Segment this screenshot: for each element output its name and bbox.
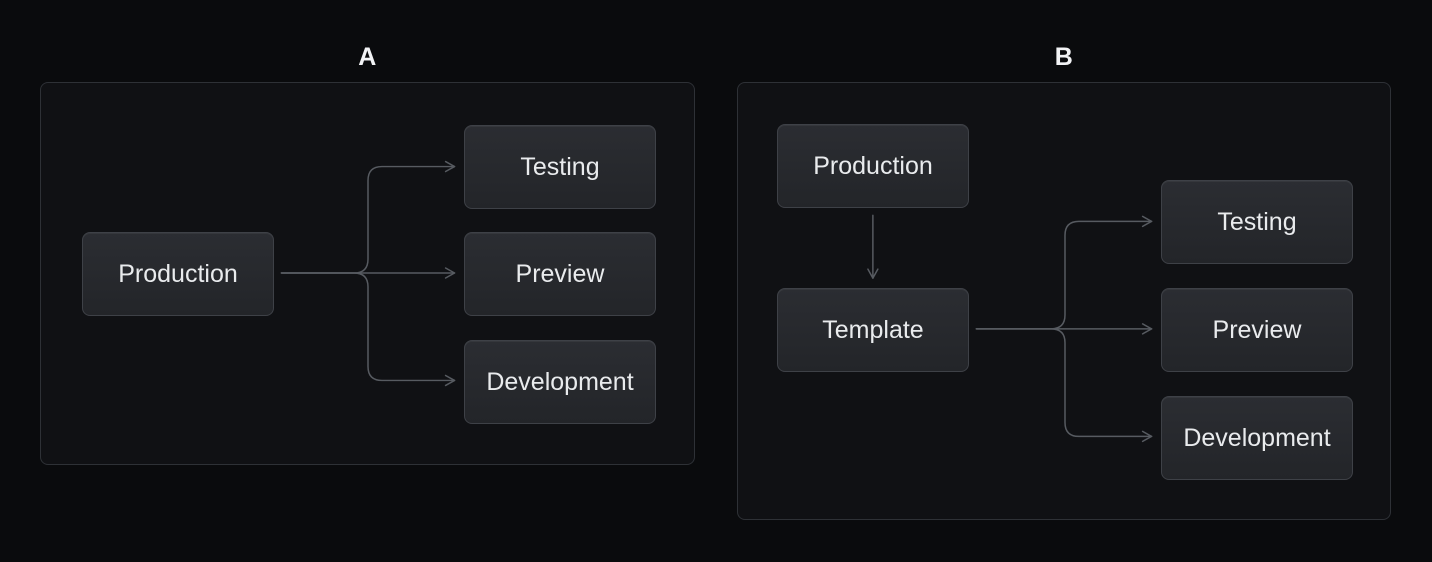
edge-b-template-development xyxy=(975,328,1153,443)
node-b-development-label: Development xyxy=(1183,423,1331,452)
node-a-production-label: Production xyxy=(118,259,238,288)
node-a-testing: Testing xyxy=(464,125,656,209)
node-b-development: Development xyxy=(1161,396,1353,480)
node-a-development: Development xyxy=(464,340,656,424)
node-b-testing: Testing xyxy=(1161,180,1353,264)
edge-b-template-testing xyxy=(975,215,1153,330)
node-b-preview: Preview xyxy=(1161,288,1353,372)
node-b-template-label: Template xyxy=(822,315,924,344)
node-a-production: Production xyxy=(82,232,274,316)
node-a-preview-label: Preview xyxy=(515,259,605,288)
node-a-testing-label: Testing xyxy=(520,152,600,181)
node-b-preview-label: Preview xyxy=(1212,315,1302,344)
node-b-template: Template xyxy=(777,288,969,372)
node-b-production: Production xyxy=(777,124,969,208)
node-a-preview: Preview xyxy=(464,232,656,316)
panel-a-label: A xyxy=(358,43,377,71)
node-b-production-label: Production xyxy=(813,151,933,180)
edge-a-production-development xyxy=(280,272,456,387)
node-b-testing-label: Testing xyxy=(1217,207,1297,236)
panel-b-connectors xyxy=(867,214,1153,443)
panel-b-label: B xyxy=(1054,43,1074,71)
edge-a-production-testing xyxy=(280,160,456,274)
panel-a: Production Testing Preview Development xyxy=(40,82,695,465)
panel-a-connectors xyxy=(280,160,456,387)
panel-b: Production Template Testing Preview Deve… xyxy=(737,82,1391,520)
node-a-development-label: Development xyxy=(486,367,634,396)
